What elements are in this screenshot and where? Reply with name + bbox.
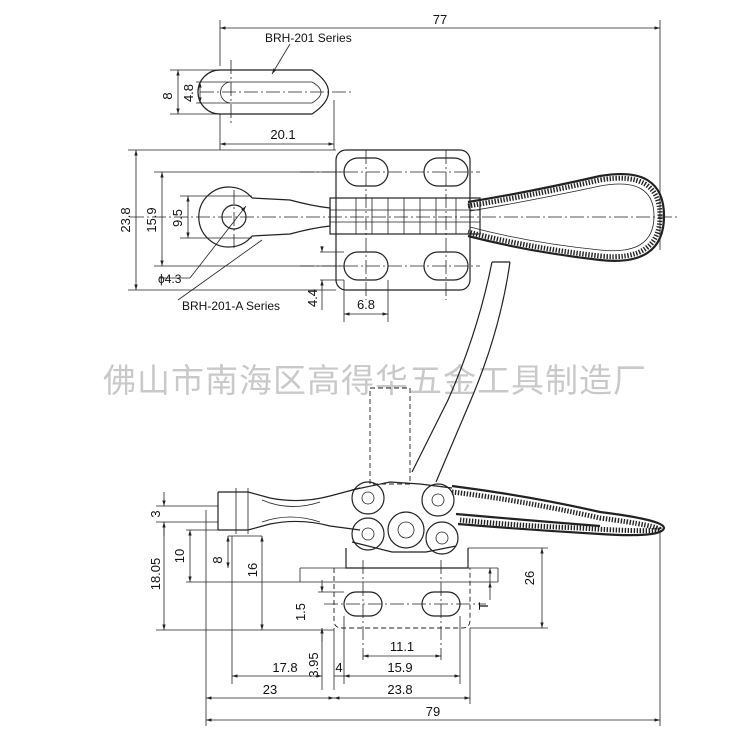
side-view bbox=[217, 261, 666, 660]
dim-label: 15.9 bbox=[144, 207, 159, 232]
dim-label: 3.95 bbox=[306, 652, 321, 677]
dim-label: 1.5 bbox=[293, 603, 308, 621]
dim-label: 4.8 bbox=[181, 84, 196, 102]
dim-label: 8 bbox=[210, 556, 225, 563]
watermark-text: 佛山市南海区高得华五金工具制造厂 bbox=[103, 361, 647, 400]
dim-label: 16 bbox=[245, 563, 260, 577]
dim-label: 23 bbox=[263, 682, 277, 697]
dim-side-heights bbox=[156, 492, 334, 631]
dim-bottom bbox=[205, 510, 661, 726]
dim-label: 23.8 bbox=[387, 682, 412, 697]
dim-label: T bbox=[476, 602, 491, 610]
dim-label: 4.4 bbox=[305, 289, 320, 307]
plan-view bbox=[130, 149, 680, 300]
dim-label: 26 bbox=[522, 571, 537, 585]
dim-label: 77 bbox=[433, 12, 447, 27]
dim-label: 11.1 bbox=[390, 639, 414, 654]
dim-right bbox=[468, 547, 548, 629]
dim-slot-heights bbox=[170, 69, 230, 115]
dim-label: 10 bbox=[172, 549, 187, 563]
series-label-top: BRH-201 Series bbox=[265, 31, 352, 45]
slot-detail bbox=[197, 43, 352, 126]
dim-label: 8 bbox=[160, 92, 175, 99]
dim-label: 3 bbox=[148, 510, 163, 517]
dim-label: 17.8 bbox=[272, 660, 297, 675]
dim-label: 6.8 bbox=[357, 297, 375, 312]
dim-label: 15.9 bbox=[387, 660, 412, 675]
dim-label: 20.1 bbox=[270, 127, 295, 142]
dim-20-1 bbox=[219, 100, 335, 150]
dim-label: 18.05 bbox=[148, 558, 163, 591]
dim-label: 4 bbox=[335, 660, 342, 675]
dim-label: 79 bbox=[426, 704, 440, 719]
dim-slot-size bbox=[320, 246, 389, 322]
dim-label: 9.5 bbox=[170, 209, 185, 227]
series-label-mid: BRH-201-A Series bbox=[182, 299, 280, 313]
dim-label: ϕ4.3 bbox=[158, 272, 182, 286]
dim-label: 23.8 bbox=[118, 207, 133, 232]
dim-small bbox=[318, 580, 344, 690]
dim-plan-heights bbox=[128, 149, 344, 291]
